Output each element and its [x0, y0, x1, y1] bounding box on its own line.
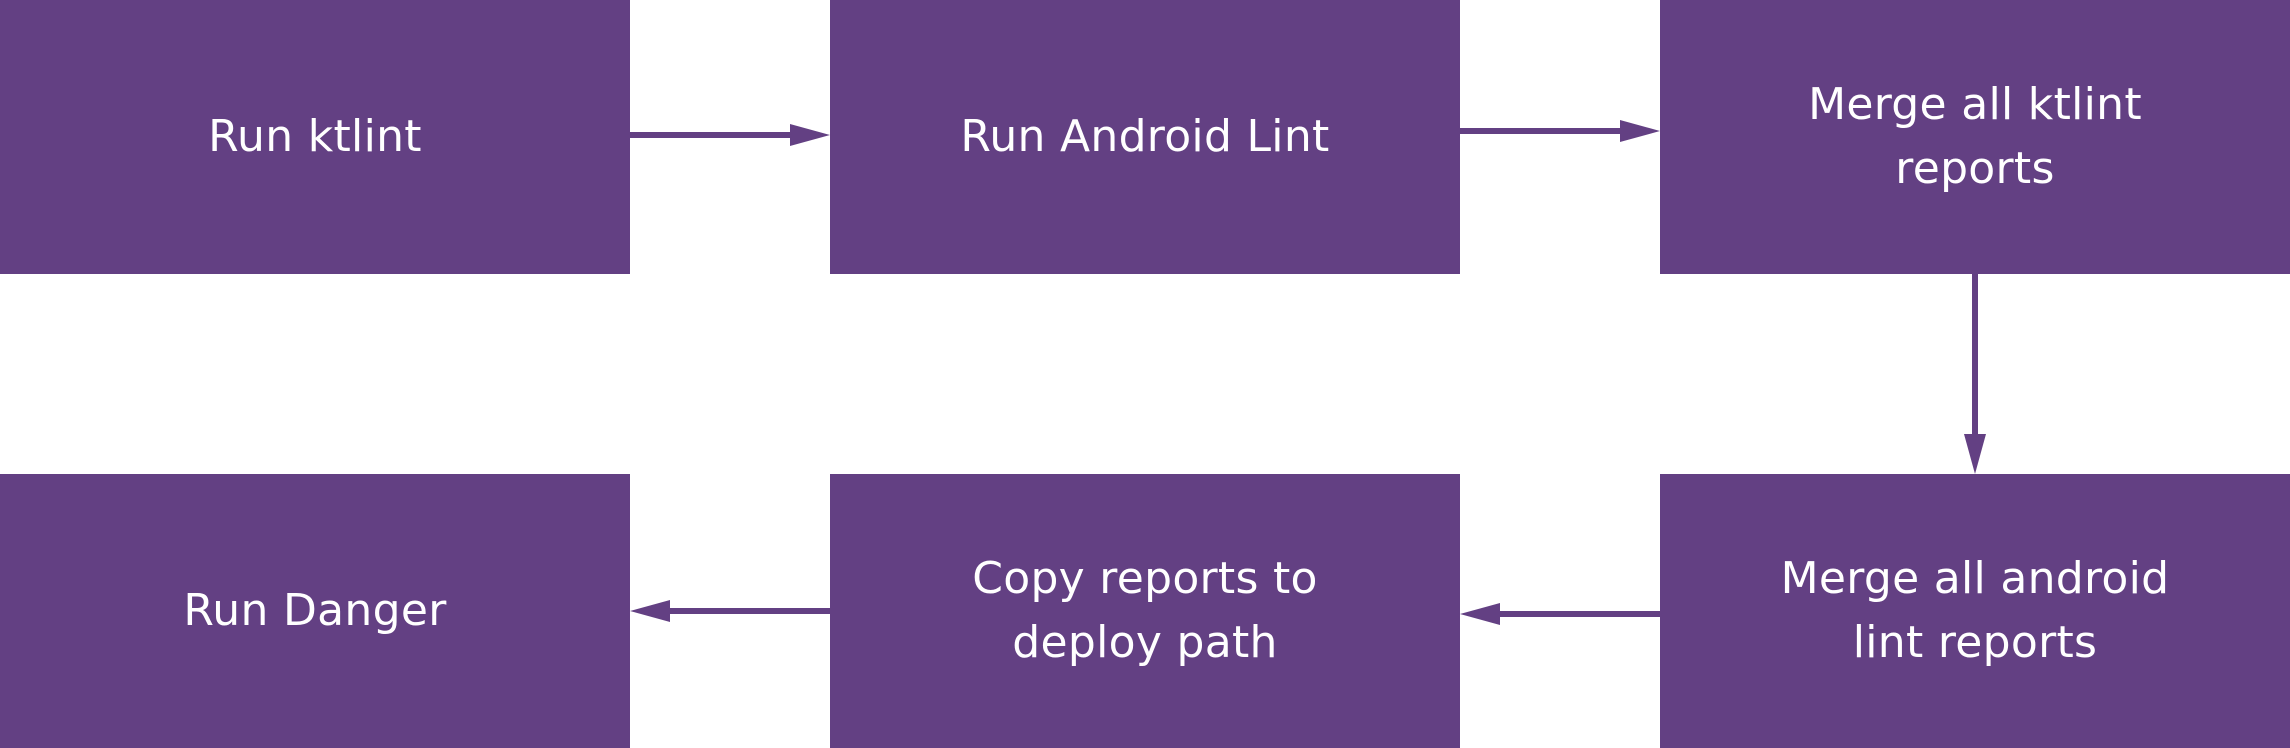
edge-copy-reports-to-run-danger [630, 600, 830, 622]
node-label: Merge all android lint reports [1781, 547, 2170, 675]
arrowhead-right-icon [790, 124, 830, 146]
node-run-ktlint: Run ktlint [0, 0, 630, 274]
arrowhead-down-icon [1964, 434, 1986, 474]
node-label-line: Merge all android [1780, 553, 2170, 604]
node-label: Run Android Lint [960, 105, 1329, 169]
node-run-danger: Run Danger [0, 474, 630, 748]
node-label: Copy reports to deploy path [972, 547, 1318, 675]
node-label: Merge all ktlint reports [1808, 73, 2142, 201]
node-label-line: lint reports [1852, 617, 2098, 668]
node-label-line: Run ktlint [208, 111, 422, 162]
edge-merge-ktlint-to-merge-android-lint [1964, 274, 1986, 474]
node-label-line: reports [1895, 143, 2055, 194]
node-label-line: Run Danger [183, 585, 447, 636]
node-merge-android-lint-reports: Merge all android lint reports [1660, 474, 2290, 748]
node-label: Run Danger [183, 579, 446, 643]
node-label-line: Copy reports to [972, 553, 1318, 604]
node-copy-reports: Copy reports to deploy path [830, 474, 1460, 748]
node-label-line: Run Android Lint [960, 111, 1330, 162]
node-run-android-lint: Run Android Lint [830, 0, 1460, 274]
node-label: Run ktlint [208, 105, 422, 169]
edge-merge-android-lint-to-copy-reports [1460, 603, 1660, 625]
arrowhead-left-icon [630, 600, 670, 622]
edge-run-android-lint-to-merge-ktlint-reports [1460, 120, 1660, 142]
node-label-line: Merge all ktlint [1808, 79, 2142, 130]
node-label-line: deploy path [1012, 617, 1278, 668]
node-merge-ktlint-reports: Merge all ktlint reports [1660, 0, 2290, 274]
arrowhead-left-icon [1460, 603, 1500, 625]
edge-run-ktlint-to-run-android-lint [630, 124, 830, 146]
arrowhead-right-icon [1620, 120, 1660, 142]
